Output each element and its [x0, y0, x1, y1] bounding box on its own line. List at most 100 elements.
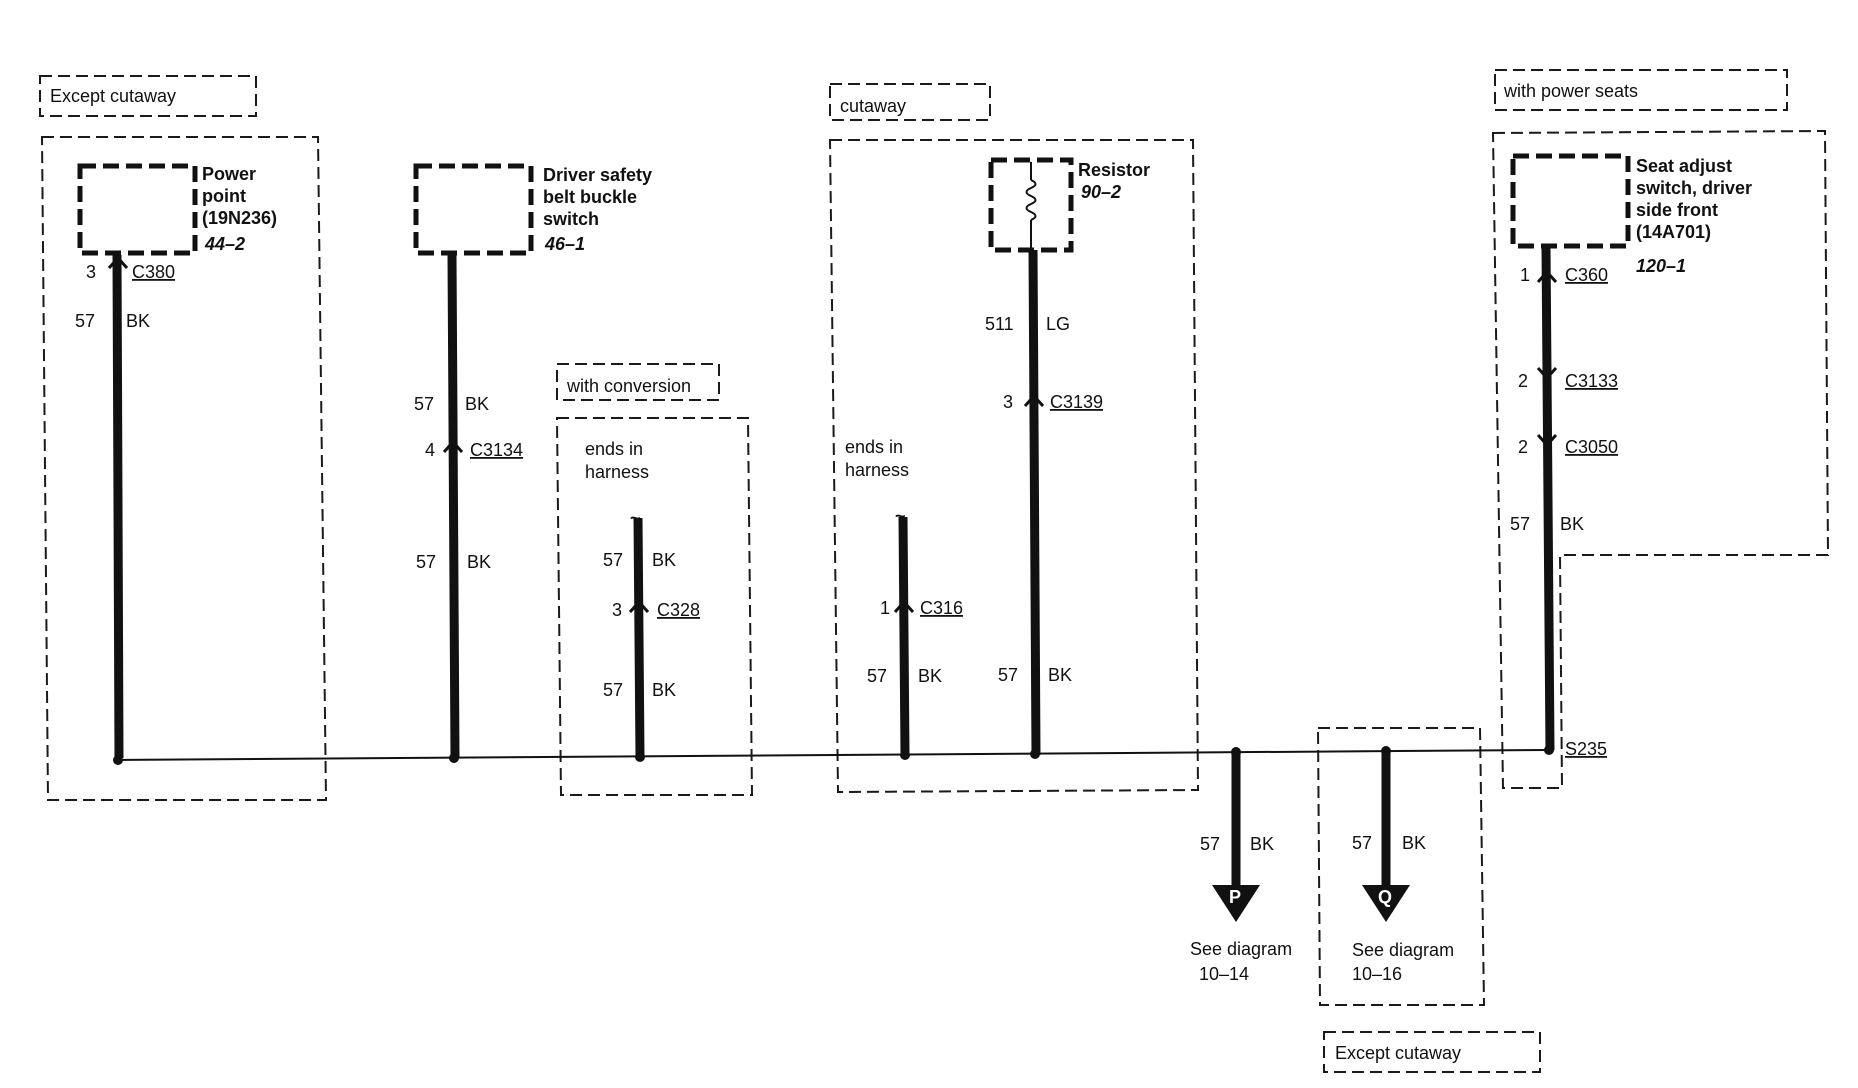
svg-text:BK: BK	[126, 311, 150, 331]
tag-cutaway: cutaway	[829, 83, 991, 121]
svg-text:BK: BK	[652, 680, 676, 700]
wire-label-c316: 57 BK	[867, 666, 942, 686]
svg-text:point: point	[202, 186, 246, 206]
power-point-label: Power point (19N236) 44–2	[202, 164, 277, 254]
wire-power-point	[112, 254, 124, 759]
svg-text:C360: C360	[1565, 265, 1608, 285]
tag-except-cutaway-top: Except cutaway	[39, 75, 257, 117]
ground-bus	[117, 749, 1549, 761]
svg-text:with conversion: with conversion	[566, 376, 691, 396]
offpage-arrow-q: Q	[1362, 885, 1410, 922]
seat-switch-label: Seat adjust switch, driver side front (1…	[1636, 156, 1752, 276]
svg-text:57: 57	[1510, 514, 1530, 534]
svg-text:C328: C328	[657, 600, 700, 620]
svg-text:P: P	[1229, 887, 1241, 907]
svg-text:44–2: 44–2	[204, 234, 245, 254]
region-with-conversion	[555, 417, 754, 796]
svg-text:Except cutaway: Except cutaway	[50, 86, 176, 106]
region-cutaway	[828, 139, 1200, 794]
svg-text:C3133: C3133	[1565, 371, 1618, 391]
wire-resistor	[1028, 249, 1041, 756]
svg-text:57: 57	[603, 680, 623, 700]
svg-text:side front: side front	[1636, 200, 1718, 220]
connector-c3050: 2 C3050	[1518, 437, 1618, 457]
svg-text:2: 2	[1518, 437, 1528, 457]
svg-text:BK: BK	[1250, 834, 1274, 854]
svg-text:BK: BK	[918, 666, 942, 686]
wire-c316	[898, 516, 910, 756]
svg-text:57: 57	[1352, 833, 1372, 853]
svg-text:10–14: 10–14	[1199, 964, 1249, 984]
see-diagram-p: See diagram 10–14	[1190, 939, 1292, 984]
seat-switch-component	[1510, 153, 1631, 249]
region-except-cutaway-bottom	[1316, 727, 1486, 1006]
svg-text:3: 3	[86, 262, 96, 282]
svg-text:2: 2	[1518, 371, 1528, 391]
connector-c3134: 4 C3134	[425, 440, 523, 460]
ends-in-harness-note-1: ends in harness	[585, 439, 649, 482]
wire-label-drop-p: 57 BK	[1200, 834, 1274, 854]
svg-text:3: 3	[612, 600, 622, 620]
svg-text:57: 57	[603, 550, 623, 570]
wire-label-resistor-lower: 57 BK	[998, 665, 1072, 685]
svg-text:BK: BK	[1560, 514, 1584, 534]
svg-text:57: 57	[867, 666, 887, 686]
harness-end-marker-1: ~	[630, 508, 641, 528]
region-power-point	[40, 136, 328, 801]
svg-text:120–1: 120–1	[1636, 256, 1686, 276]
svg-text:46–1: 46–1	[544, 234, 585, 254]
wire-label-c328-upper: 57 BK	[603, 550, 676, 570]
tag-with-conversion: with conversion	[556, 363, 720, 401]
svg-text:57: 57	[1200, 834, 1220, 854]
see-diagram-q: See diagram 10–16	[1352, 940, 1454, 984]
svg-text:57: 57	[998, 665, 1018, 685]
svg-text:switch, driver: switch, driver	[1636, 178, 1752, 198]
region-with-power-seats	[1491, 129, 1830, 789]
resistor-label: Resistor 90–2	[1078, 160, 1150, 202]
wire-c328	[633, 517, 645, 758]
connector-c360: 1 C360	[1520, 265, 1608, 285]
svg-text:1: 1	[880, 598, 890, 618]
svg-text:511: 511	[985, 314, 1014, 334]
svg-text:ends in: ends in	[585, 439, 643, 459]
svg-text:with power seats: with power seats	[1503, 81, 1638, 101]
svg-text:3: 3	[1003, 392, 1013, 412]
svg-text:4: 4	[425, 440, 435, 460]
svg-text:(19N236): (19N236)	[202, 208, 277, 228]
svg-text:C316: C316	[920, 598, 963, 618]
resistor-component	[988, 157, 1074, 253]
svg-text:C380: C380	[132, 262, 175, 282]
svg-text:Except cutaway: Except cutaway	[1335, 1043, 1461, 1063]
svg-text:C3139: C3139	[1050, 392, 1103, 412]
svg-text:57: 57	[414, 394, 434, 414]
svg-text:switch: switch	[543, 209, 599, 229]
wire-label-drop-q: 57 BK	[1352, 833, 1426, 853]
svg-text:Driver safety: Driver safety	[543, 165, 652, 185]
wire-belt-switch	[447, 254, 460, 759]
connector-c3139: 3 C3139	[1003, 392, 1103, 412]
svg-text:57: 57	[416, 552, 436, 572]
svg-text:See diagram: See diagram	[1352, 940, 1454, 960]
svg-text:BK: BK	[467, 552, 491, 572]
tag-with-power-seats: with power seats	[1494, 69, 1788, 111]
svg-text:ends in: ends in	[845, 437, 903, 457]
connector-c316: 1 C316	[880, 598, 963, 618]
svg-text:(14A701): (14A701)	[1636, 222, 1711, 242]
svg-text:C3050: C3050	[1565, 437, 1618, 457]
svg-text:See diagram: See diagram	[1190, 939, 1292, 959]
svg-text:Power: Power	[202, 164, 256, 184]
belt-switch-component	[413, 163, 534, 256]
svg-text:belt buckle: belt buckle	[543, 187, 637, 207]
connector-markers	[107, 255, 1558, 614]
tag-except-cutaway-bottom: Except cutaway	[1323, 1031, 1541, 1073]
svg-text:10–16: 10–16	[1352, 964, 1402, 984]
splice-s235: S235	[1565, 739, 1607, 759]
ends-in-harness-note-2: ends in harness	[845, 437, 909, 480]
svg-text:C3134: C3134	[470, 440, 523, 460]
wire-label-seat: 57 BK	[1510, 514, 1584, 534]
svg-text:Seat adjust: Seat adjust	[1636, 156, 1732, 176]
power-point-component	[77, 163, 198, 256]
svg-text:cutaway: cutaway	[840, 96, 906, 116]
svg-text:1: 1	[1520, 265, 1530, 285]
svg-text:Q: Q	[1378, 887, 1392, 907]
